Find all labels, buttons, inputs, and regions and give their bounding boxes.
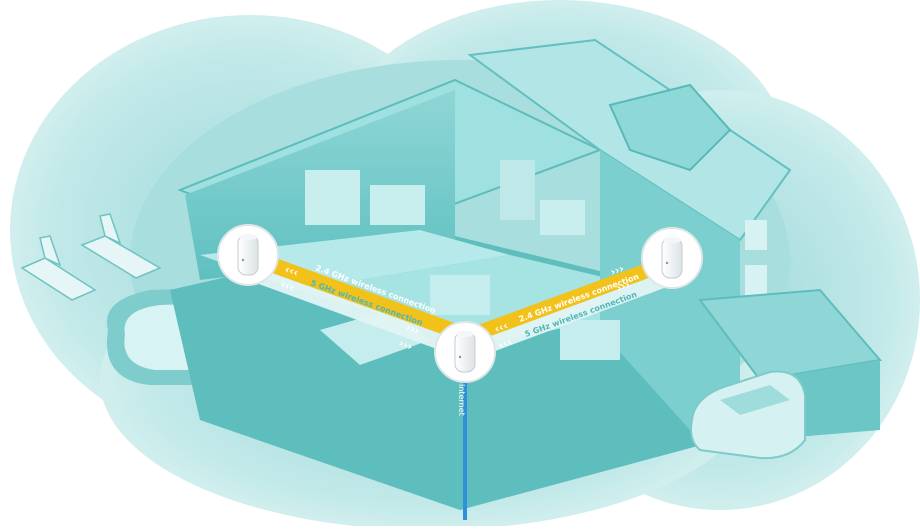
svg-text:›››: ›››: [397, 337, 414, 354]
svg-text:›››: ›››: [404, 321, 421, 338]
mesh-unit-right: [641, 227, 703, 289]
mesh-unit-left: [217, 224, 279, 286]
mesh-unit-icon: [661, 237, 683, 279]
svg-text:‹‹‹: ‹‹‹: [279, 278, 296, 295]
sun-lounger-icon: [20, 213, 162, 301]
internet-label: Internet: [457, 384, 466, 416]
svg-text:‹‹‹: ‹‹‹: [497, 335, 514, 352]
chevron-arrows-icon: ‹‹‹ ›››: [493, 262, 626, 336]
svg-text:‹‹‹: ‹‹‹: [493, 319, 510, 336]
mesh-unit-icon: [454, 331, 476, 373]
mesh-unit-icon: [237, 234, 259, 276]
car-icon: [690, 370, 806, 460]
svg-text:‹‹‹: ‹‹‹: [283, 263, 300, 280]
chevron-arrows-icon: ‹‹‹ ›››: [497, 278, 632, 352]
chevron-arrows-icon: ‹‹‹ ›››: [279, 278, 414, 354]
internet-line: Internet: [457, 380, 467, 520]
mesh-unit-center: [434, 321, 496, 383]
chevron-arrows-icon: ‹‹‹ ›››: [283, 263, 421, 338]
svg-text:›››: ›››: [615, 278, 632, 295]
svg-text:›››: ›››: [609, 262, 626, 279]
